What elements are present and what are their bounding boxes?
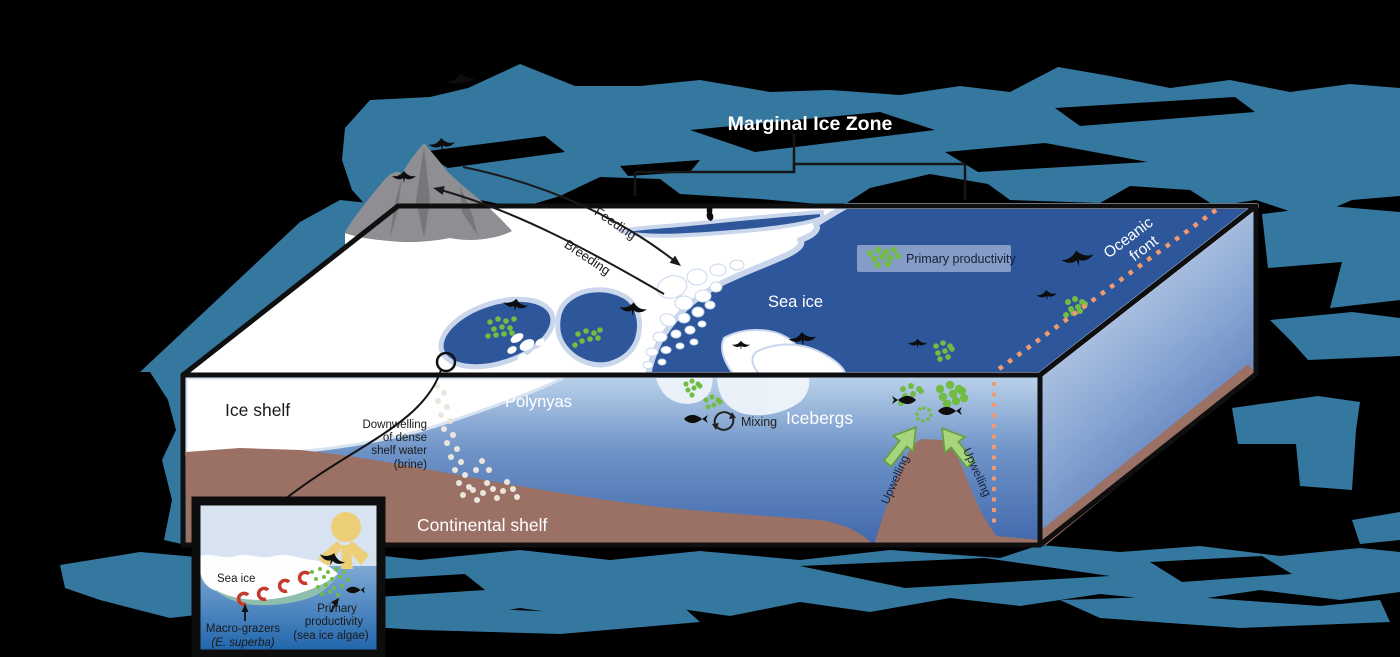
torn-paper-shape <box>150 372 186 545</box>
marginal-ice-zone: Marginal Ice Zone <box>633 113 967 200</box>
krill-icons <box>236 570 311 607</box>
primary-productivity-dots <box>683 378 723 410</box>
ice-lead-channel <box>618 210 824 238</box>
polynya-right <box>555 287 642 368</box>
torn-paper-shape <box>1270 312 1400 360</box>
torn-paper-shape <box>1232 396 1360 490</box>
primary-productivity-dots <box>572 327 603 348</box>
inset-sea-ice-slab <box>200 554 338 600</box>
svg-text:of dense: of dense <box>383 432 427 444</box>
torn-paper-shape <box>140 200 398 372</box>
macro-grazers-label-line1: Macro-grazers <box>206 623 280 635</box>
inset-pointer-arrows <box>241 598 339 621</box>
sun-icon <box>318 512 369 569</box>
open-ocean-surface <box>645 203 1259 378</box>
mixing-label: Mixing <box>741 415 777 429</box>
inset-leader-line <box>283 369 442 501</box>
magnifier-circle <box>435 351 457 373</box>
ice-shelf-front <box>184 376 564 456</box>
primary-productivity-dots <box>485 316 517 339</box>
iceberg-surface-right <box>751 343 848 376</box>
macro-grazers-label-line2: (E. superba) <box>211 637 274 649</box>
legend-primary-productivity: Primary productivity <box>857 245 1016 272</box>
torn-paper-background <box>60 64 1400 634</box>
inset-primary-productivity-line2: productivity <box>305 616 363 628</box>
sea-ice-label: Sea ice <box>768 293 823 311</box>
torn-paper-shape <box>342 64 1400 218</box>
torn-paper-shape <box>1352 512 1400 544</box>
brine-downwelling-dots <box>434 383 520 503</box>
polynyas-label: Polynyas <box>505 393 572 411</box>
ice-floe-cluster <box>642 259 745 369</box>
downwelling-label: Downwelling of dense shelf water (brine) <box>362 419 427 471</box>
inset-primary-productivity-line3: (sea ice algae) <box>293 630 369 642</box>
continental-shelf-label: Continental shelf <box>417 515 547 535</box>
legend-dots <box>866 246 902 269</box>
primary-productivity-dots <box>310 567 350 597</box>
figure-title: Marginal Ice Zone <box>728 113 893 135</box>
mixing-icon <box>712 411 736 431</box>
inset-primary-productivity-line1: Primary <box>317 603 357 615</box>
torn-paper-shape <box>60 545 1400 620</box>
svg-text:(brine): (brine) <box>394 459 427 471</box>
inset-sea-ice-detail: Sea ice Macro-grazers (E. superba) Prima… <box>191 496 386 657</box>
torn-paper-shape <box>300 604 700 634</box>
svg-text:Downwelling: Downwelling <box>362 419 427 431</box>
primary-productivity-dots <box>933 340 955 362</box>
torn-paper-shape <box>1262 206 1400 308</box>
ice-shelf-label: Ice shelf <box>225 400 290 420</box>
block-outlines <box>180 203 1259 548</box>
svg-text:shelf water: shelf water <box>371 445 427 457</box>
seamount <box>874 439 1000 545</box>
polynya-brash-ice <box>507 333 545 361</box>
legend-label: Primary productivity <box>906 252 1016 266</box>
inset-border <box>191 496 386 657</box>
torn-paper-shape <box>1060 596 1390 628</box>
inset-sea-ice-label: Sea ice <box>217 573 255 585</box>
icebergs-label: Icebergs <box>786 408 853 428</box>
inset-ice-algae-layer <box>214 574 338 606</box>
primary-productivity-dots <box>1063 296 1088 318</box>
